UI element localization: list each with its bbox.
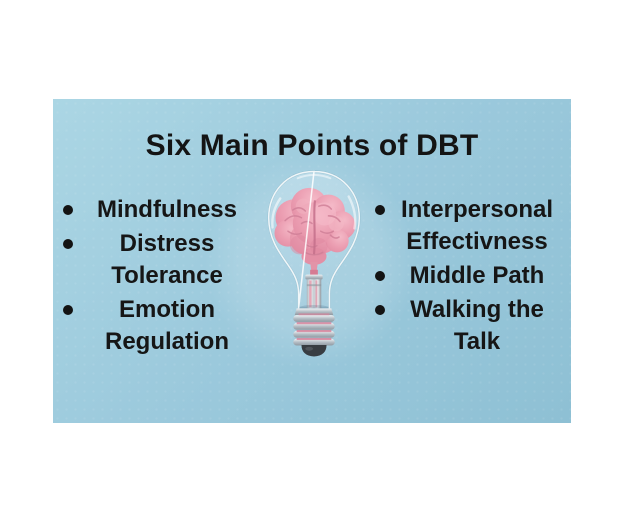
left-skill-list: Mindfulness Distress Tolerance Emotion R… bbox=[61, 194, 273, 360]
list-item-label: Distress Tolerance bbox=[111, 230, 223, 289]
brain-creases bbox=[284, 204, 341, 256]
glass-outline bbox=[267, 170, 361, 309]
list-item: Mindfulness bbox=[61, 194, 273, 226]
list-item: Interpersonal Effectivness bbox=[371, 194, 571, 258]
list-item: Middle Path bbox=[371, 260, 571, 292]
list-item-label: Middle Path bbox=[409, 262, 545, 289]
bullet-dot-icon bbox=[63, 205, 73, 215]
bullet-dot-icon bbox=[63, 305, 73, 315]
dbt-slide-card: Six Main Points of DBT Mindfulness Distr… bbox=[53, 99, 571, 423]
bullet-dot-icon bbox=[375, 271, 385, 281]
list-item: Distress Tolerance bbox=[61, 228, 273, 292]
list-item-label: Walking the Talk bbox=[410, 296, 544, 355]
bullet-dot-icon bbox=[375, 305, 385, 315]
page-title: Six Main Points of DBT bbox=[145, 129, 479, 163]
right-skill-list: Interpersonal Effectivness Middle Path W… bbox=[371, 194, 571, 360]
bullet-dot-icon bbox=[375, 205, 385, 215]
brain bbox=[274, 187, 356, 277]
list-item-label: Emotion Regulation bbox=[105, 296, 229, 355]
list-item-label: Interpersonal Effectivness bbox=[400, 196, 554, 255]
screw-base bbox=[293, 308, 335, 346]
bullet-dot-icon bbox=[63, 239, 73, 249]
list-item-label: Mindfulness bbox=[96, 196, 237, 223]
list-item: Walking the Talk bbox=[371, 294, 571, 358]
list-item: Emotion Regulation bbox=[61, 294, 273, 358]
base-tip bbox=[301, 344, 327, 357]
lightbulb-brain-image bbox=[261, 165, 367, 363]
filament-stem bbox=[305, 269, 323, 309]
brain-fissure bbox=[312, 200, 317, 255]
